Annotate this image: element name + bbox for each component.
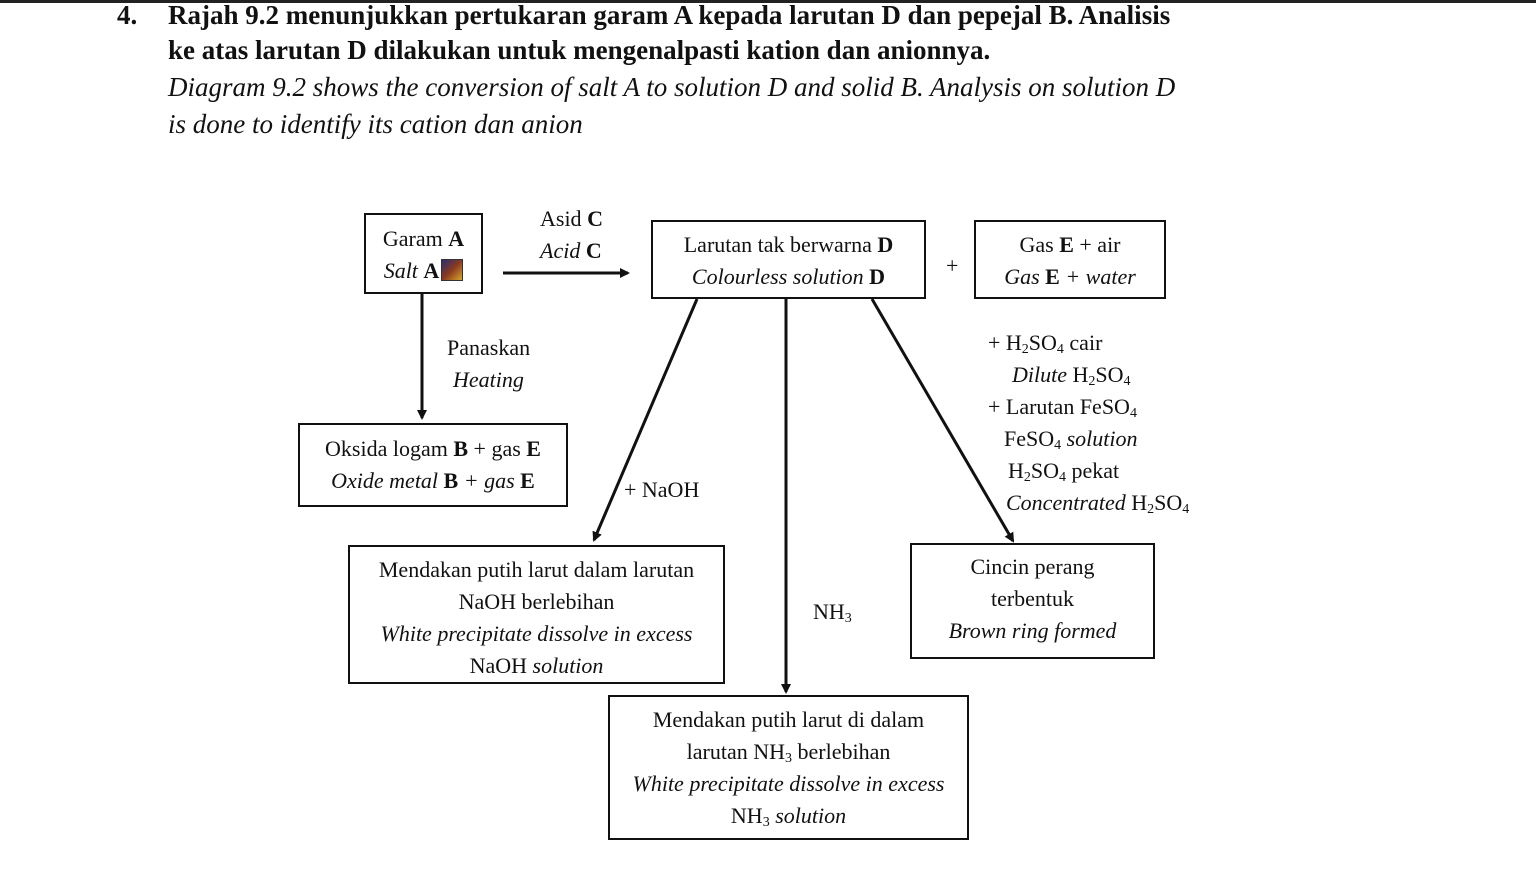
heating-english: Heating: [453, 367, 524, 392]
colourless-solution-d-box: Larutan tak berwarna D Colourless soluti…: [651, 220, 926, 299]
top-border-line: [0, 0, 1536, 3]
nh3-box-line-4b: solution: [775, 803, 847, 828]
reagent-6b: H: [1131, 490, 1148, 515]
gas-malay-tail: + air: [1079, 232, 1121, 257]
ring-box-line-2: terbentuk: [990, 586, 1075, 611]
reagent-2a: Dilute: [1012, 362, 1067, 387]
reagent-1b: SO: [1028, 330, 1057, 355]
metal-oxide-b-gas-e-box: Oksida logam B + gas E Oxide metal B + g…: [298, 423, 568, 507]
solution-malay-text: Larutan tak berwarna: [683, 232, 872, 257]
gas-english-word: Gas: [1004, 264, 1040, 289]
brown-ring-box: Cincin perang terbentuk Brown ring forme…: [910, 543, 1155, 659]
reagent-5c: pekat: [1071, 458, 1120, 483]
reagent-1-sub1: 2: [1021, 342, 1029, 357]
acid-malay-word: Asid: [540, 206, 582, 231]
gas-letter: E: [1059, 232, 1074, 257]
reagent-6-sub2: 4: [1182, 502, 1190, 517]
oxide-english-head: Oxide metal: [331, 468, 439, 493]
naoh-box-line-3: White precipitate dissolve in excess: [380, 621, 693, 646]
arrow-solution-to-naoh: [592, 298, 699, 542]
reagent-1a: + H: [988, 330, 1022, 355]
question-number: 4.: [117, 0, 138, 30]
salt-letter-en: A: [423, 258, 440, 283]
question-malay-line-2: ke atas larutan D dilakukan untuk mengen…: [168, 35, 991, 65]
nh3-box-line-3: White precipitate dissolve in excess: [632, 771, 945, 796]
heating-label: Panaskan Heating: [447, 332, 530, 396]
solution-letter: D: [877, 232, 894, 257]
naoh-precipitate-box: Mendakan putih larut dalam larutan NaOH …: [348, 545, 725, 684]
naoh-box-line-2: NaOH berlebihan: [458, 589, 615, 614]
reagent-4-sub: 4: [1054, 438, 1062, 453]
salt-english-word: Salt: [383, 258, 418, 283]
nh3-box-line-4-sub: 3: [762, 815, 770, 830]
reagent-6-sub1: 2: [1147, 502, 1155, 517]
ring-box-line-3: Brown ring formed: [948, 618, 1117, 643]
reagent-3a: + Larutan FeSO: [988, 394, 1130, 419]
reagent-5b: SO: [1030, 458, 1060, 483]
gas-malay-word: Gas: [1019, 232, 1054, 257]
salt-a-box: Garam A Salt A: [364, 213, 483, 294]
nh3-reagent-label: NH3: [813, 596, 852, 628]
reagent-2b: H: [1072, 362, 1089, 387]
gas-english-tail: + water: [1065, 264, 1136, 289]
acid-c-label: Asid C Acid C: [540, 203, 603, 267]
nh3-label-main: NH: [813, 599, 845, 624]
question-malay-line-1: Rajah 9.2 menunjukkan pertukaran garam A…: [168, 0, 1171, 30]
solution-english-text: Colourless solution: [691, 264, 864, 289]
oxide-metal-letter: B: [453, 436, 469, 461]
acid-letter-en: C: [585, 238, 602, 263]
heating-malay: Panaskan: [447, 335, 531, 360]
reagent-2c: SO: [1095, 362, 1124, 387]
nh3-box-line-4a: NH: [730, 803, 763, 828]
naoh-reagent-label: + NaOH: [624, 477, 700, 502]
oxide-english-gas: + gas: [463, 468, 515, 493]
nh3-box-line-1: Mendakan putih larut di dalam: [652, 707, 925, 732]
reagent-4b: solution: [1066, 426, 1138, 451]
reagent-3-sub: 4: [1129, 406, 1137, 421]
oxide-metal-letter-en: B: [443, 468, 459, 493]
reagent-2-sub2: 4: [1123, 374, 1131, 389]
acid-english-word: Acid: [540, 238, 581, 263]
gas-e-water-box: Gas E + air Gas E + water: [974, 220, 1166, 299]
oxide-gas-letter-en: E: [520, 468, 535, 493]
reagent-1-sub2: 4: [1056, 342, 1064, 357]
salt-image-icon: [441, 259, 464, 281]
gas-letter-en: E: [1045, 264, 1060, 289]
brown-ring-reagents-label: + H2SO4 cair Dilute H2SO4 + Larutan FeSO…: [988, 327, 1189, 519]
naoh-box-line-4a: NaOH: [469, 653, 528, 678]
oxide-malay-gas: + gas: [473, 436, 521, 461]
ring-box-line-1: Cincin perang: [970, 554, 1095, 579]
solution-letter-en: D: [869, 264, 886, 289]
reagent-5-sub2: 4: [1059, 470, 1067, 485]
acid-letter: C: [587, 206, 603, 231]
oxide-malay-head: Oksida logam: [325, 436, 448, 461]
question-english-line-1: Diagram 9.2 shows the conversion of salt…: [168, 72, 1176, 102]
nh3-box-line-2-sub: 3: [785, 751, 792, 766]
salt-malay-word: Garam: [382, 226, 443, 251]
nh3-box-line-2a: larutan NH: [686, 739, 785, 764]
plus-sign: +: [946, 253, 959, 278]
reagent-6c: SO: [1154, 490, 1183, 515]
reagent-5a: H: [1008, 458, 1024, 483]
naoh-box-line-1: Mendakan putih larut dalam larutan: [378, 557, 695, 582]
nh3-box-line-2b: berlebihan: [797, 739, 891, 764]
question-english-line-2: is done to identify its cation dan anion: [168, 109, 583, 139]
nh3-label-sub: 3: [844, 611, 852, 626]
reagent-6a: Concentrated: [1006, 490, 1126, 515]
nh3-precipitate-box: Mendakan putih larut di dalam larutan NH…: [608, 695, 969, 840]
naoh-box-line-4b: solution: [532, 653, 604, 678]
salt-letter: A: [448, 226, 465, 251]
reagent-2-sub1: 2: [1088, 374, 1096, 389]
reagent-1c: cair: [1069, 330, 1103, 355]
reagent-5-sub1: 2: [1023, 470, 1031, 485]
arrow-solution-to-ring: [870, 298, 1015, 543]
reagent-4a: FeSO: [1004, 426, 1055, 451]
oxide-gas-letter: E: [526, 436, 541, 461]
